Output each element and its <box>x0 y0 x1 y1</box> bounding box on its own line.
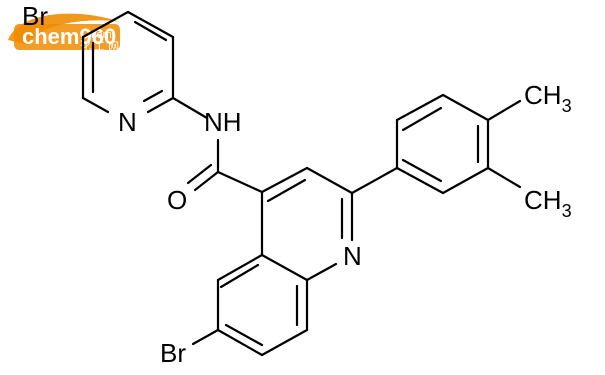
watermark-domain: .com <box>88 29 112 41</box>
quinoline-ring <box>216 166 354 357</box>
bond <box>186 163 213 185</box>
atom-ch3-top: CH3 <box>524 80 572 116</box>
bond <box>395 93 445 122</box>
bond <box>401 106 443 132</box>
bond <box>216 170 264 194</box>
atom-br-pyridine: Br <box>22 1 48 31</box>
bond <box>486 99 522 122</box>
bond <box>171 96 209 120</box>
bond <box>441 93 490 122</box>
bond <box>266 178 307 203</box>
bond <box>126 10 175 39</box>
bond <box>401 158 443 183</box>
bond <box>486 166 522 189</box>
bond <box>305 262 338 282</box>
bond <box>260 166 309 194</box>
bond <box>395 166 445 195</box>
watermark-swoosh <box>8 13 120 45</box>
ch3-bottom-label: CH <box>524 185 562 215</box>
bond <box>142 89 164 103</box>
dimethylphenyl-ring <box>395 93 490 195</box>
atom-n-quinoline: N <box>343 241 362 271</box>
bond <box>193 170 220 192</box>
bond <box>260 253 309 282</box>
bond <box>191 328 220 346</box>
bond <box>81 10 130 39</box>
atom-ch3-bottom: CH3 <box>524 185 572 221</box>
ch3-top-subscript: 3 <box>562 96 572 116</box>
watermark-tagline: 化 工 网 <box>80 39 119 53</box>
atom-n-pyridine: N <box>118 107 137 137</box>
ch3-bottom-subscript: 3 <box>562 201 572 221</box>
bond <box>133 20 168 42</box>
bond <box>146 96 175 114</box>
bond <box>224 323 264 347</box>
pyridine-ring <box>81 10 175 114</box>
atom-o-carbonyl: O <box>167 185 187 215</box>
bond <box>216 328 264 357</box>
bond <box>350 166 399 195</box>
bond <box>305 166 354 195</box>
ch3-top-label: CH <box>524 80 562 110</box>
bond <box>81 96 110 114</box>
bond <box>216 253 264 282</box>
bond <box>260 328 309 357</box>
bond <box>219 263 260 289</box>
atom-br-quinoline: Br <box>160 338 186 368</box>
bond <box>441 166 490 195</box>
atom-nh-amide: NH <box>204 107 242 137</box>
